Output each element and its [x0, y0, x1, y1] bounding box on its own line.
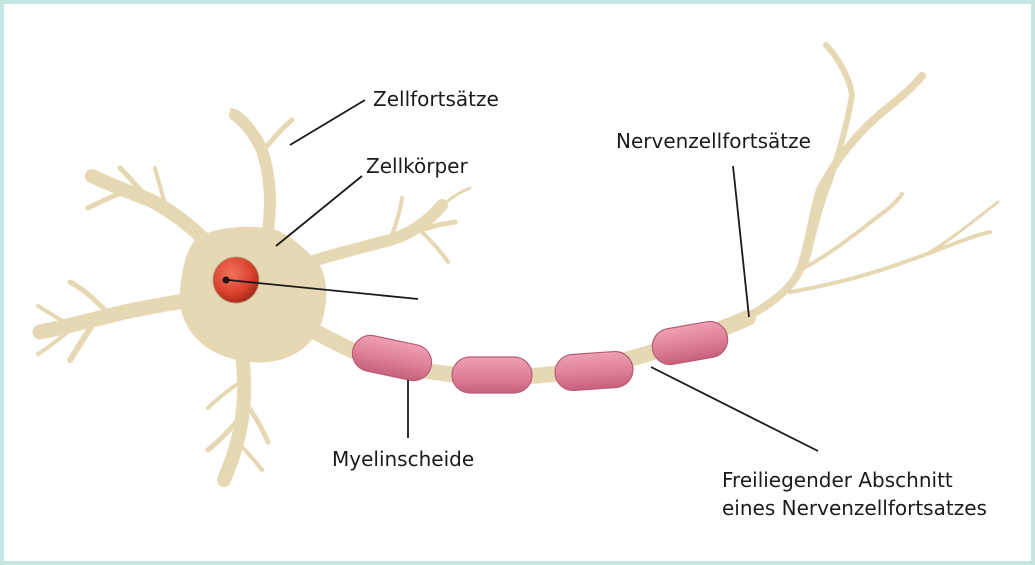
dendrites — [32, 42, 1000, 487]
label-dendrites: Zellfortsätze — [373, 87, 499, 111]
label-exposed-node-line2: eines Nervenzellfortsatzes — [722, 496, 987, 520]
label-exposed-node-line1: Freiliegender Abschnitt — [722, 468, 953, 492]
leader-line-dendrites — [289, 99, 366, 146]
label-cell-body: Zellkörper — [366, 154, 468, 178]
leader-line-axon — [732, 165, 750, 318]
leader-line-cell-body — [275, 175, 363, 247]
label-axon: Nervenzellfortsätze — [616, 129, 811, 153]
leader-line-nucleus — [227, 279, 419, 300]
label-myelin: Myelinscheide — [332, 447, 475, 471]
label-exposed-node: Freiliegender Abschnitt eines Nervenzell… — [722, 466, 987, 522]
myelin-segment — [651, 320, 729, 366]
myelin-segments — [351, 320, 729, 394]
leader-line-node — [650, 366, 819, 452]
myelin-segment — [451, 356, 533, 394]
myelin-segment — [554, 350, 634, 392]
leader-lines — [227, 99, 819, 452]
myelin-segment — [351, 334, 433, 382]
nucleolus — [222, 276, 230, 284]
